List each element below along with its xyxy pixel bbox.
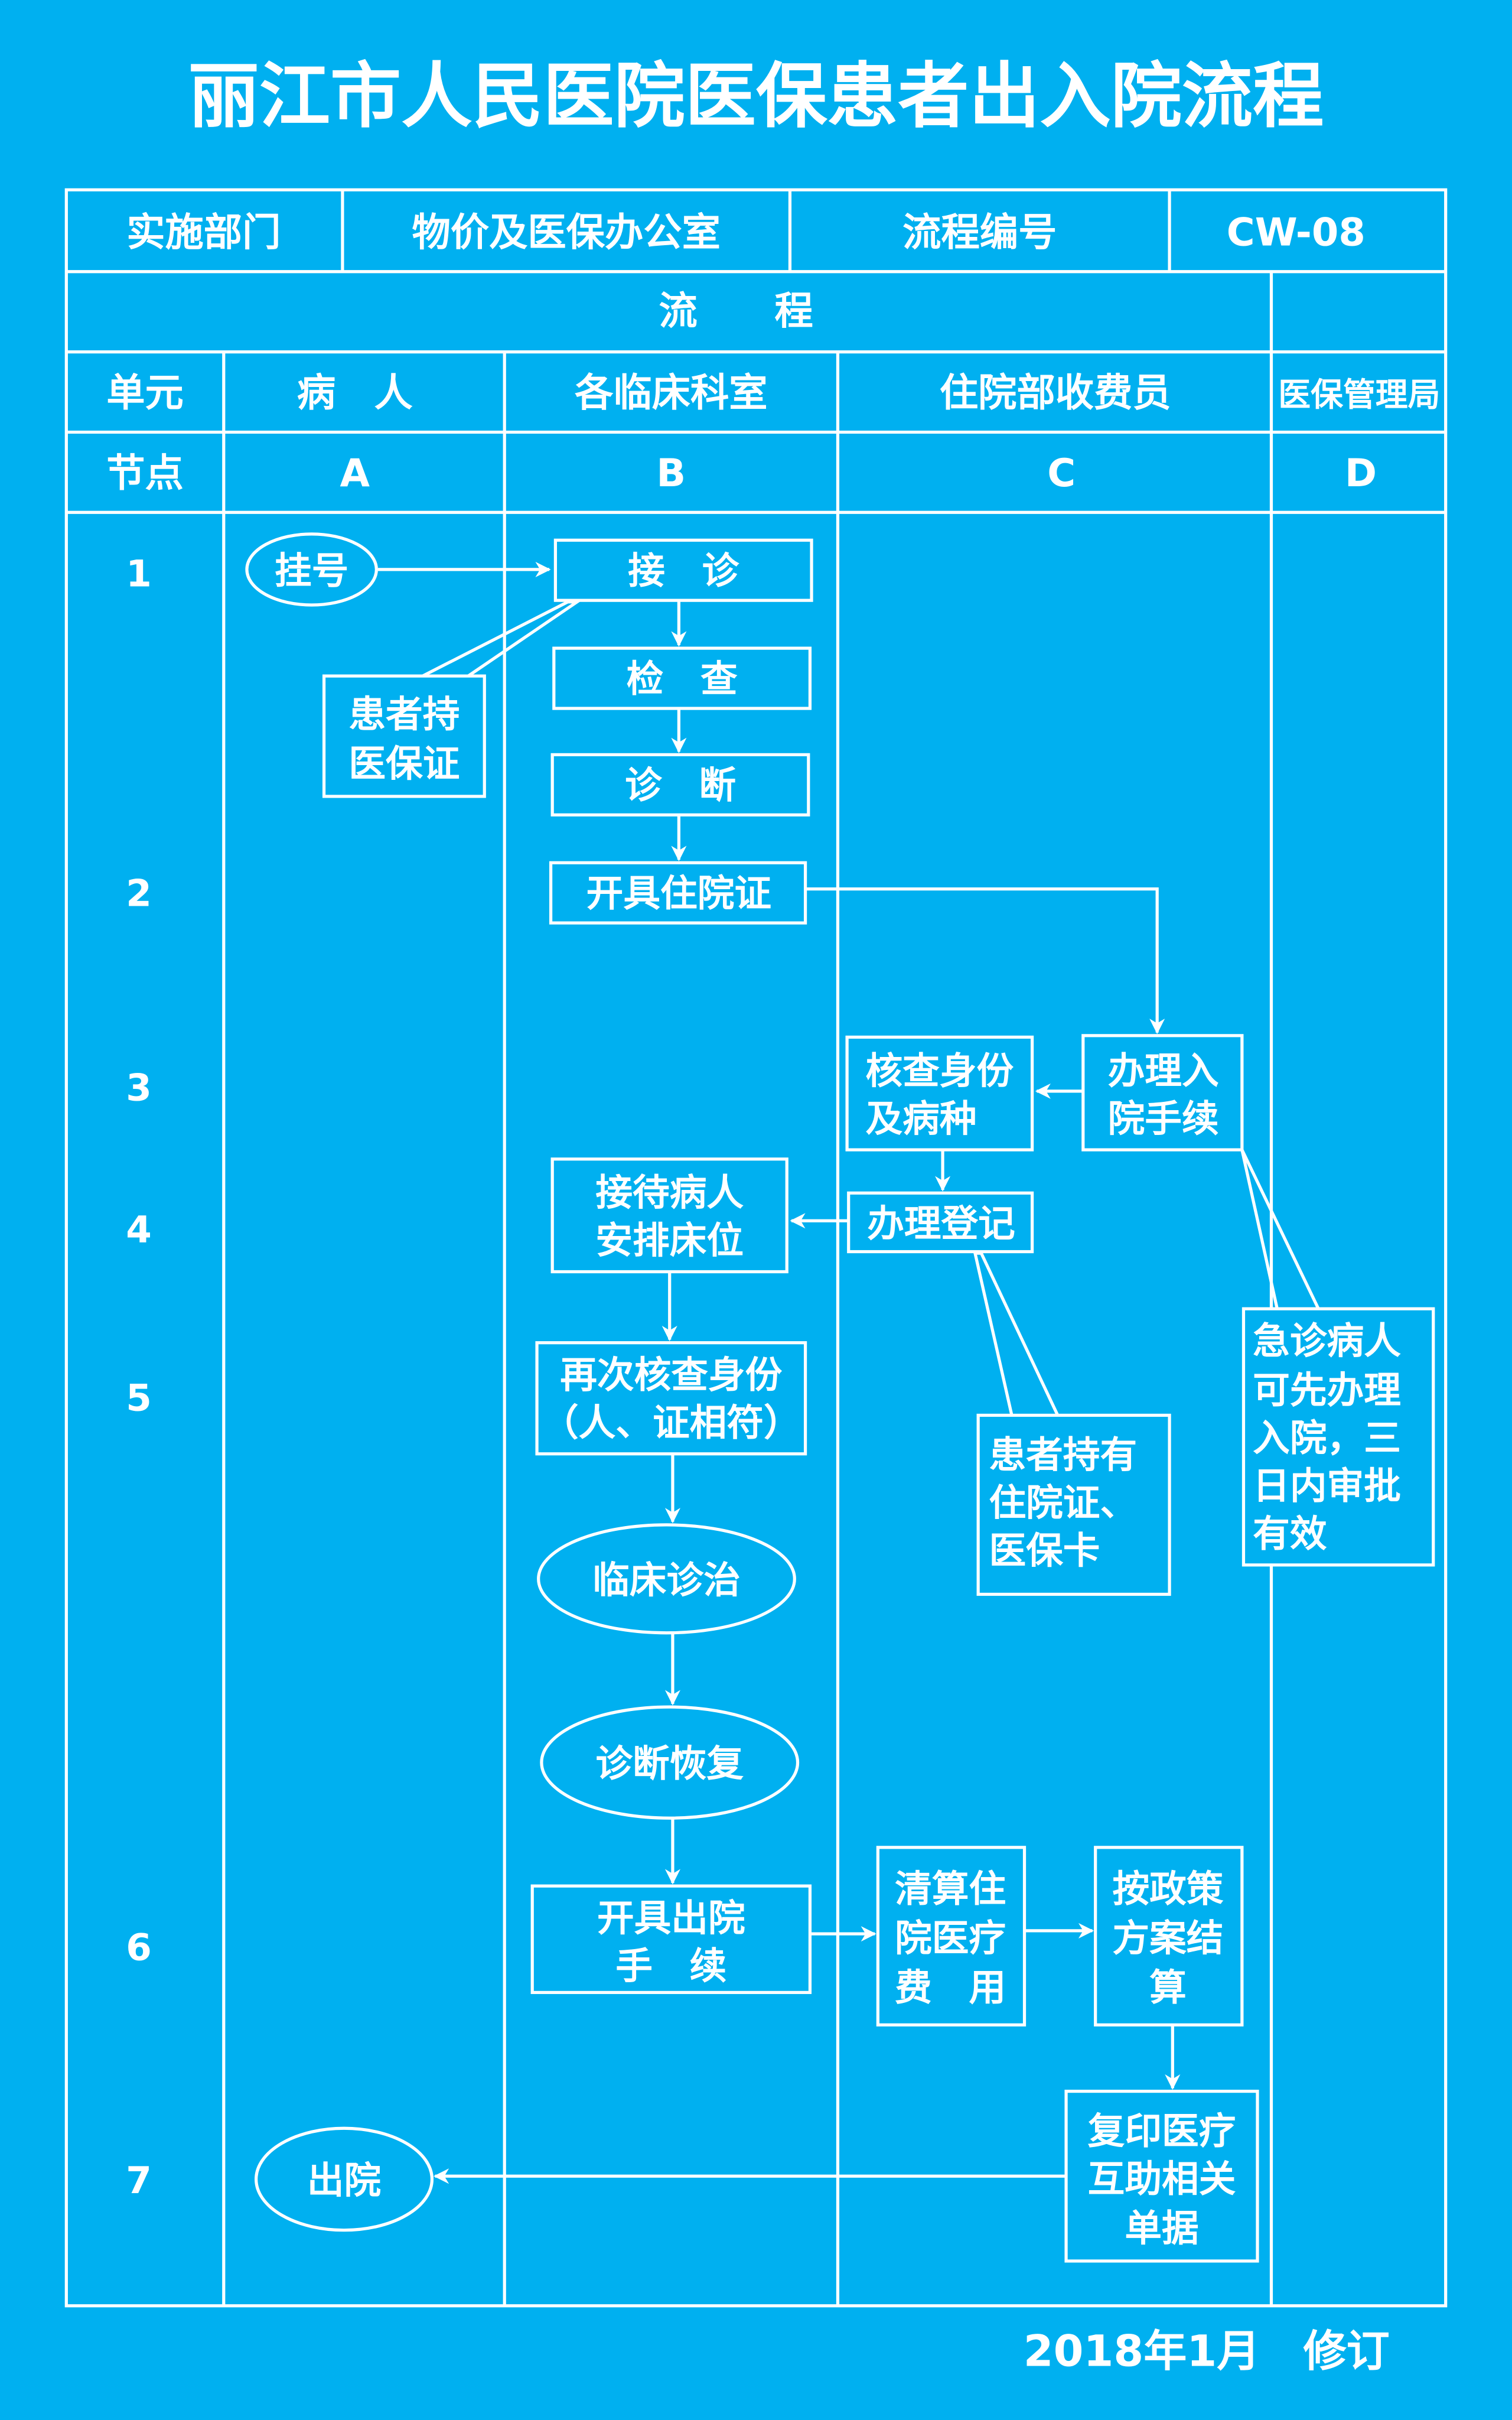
svg-text:诊断恢复: 诊断恢复: [595, 1742, 744, 1785]
unit-patient: 病 人: [297, 370, 413, 415]
flow-label: 流 程: [659, 289, 813, 334]
svg-text:患者持有: 患者持有: [989, 1433, 1137, 1476]
svg-text:方案结: 方案结: [1112, 1917, 1223, 1960]
dept-value: 物价及医保办公室: [412, 210, 720, 255]
svg-text:复印医疗: 复印医疗: [1088, 2109, 1236, 2152]
unit-cashier: 住院部收费员: [940, 370, 1171, 415]
page-title: 丽江市人民医院医保患者出入院流程: [188, 55, 1324, 138]
row-number: 3: [126, 1066, 152, 1110]
row-number: 4: [126, 1208, 152, 1251]
svg-text:院医疗: 院医疗: [895, 1917, 1006, 1960]
unit-clinical: 各临床科室: [575, 370, 768, 415]
unit-label: 单元: [106, 370, 184, 415]
step-registration: 办理登记: [847, 1191, 1034, 1254]
unit-insurance-bureau: 医保管理局: [1278, 376, 1440, 414]
note-emergency: 急诊病人 可先办理 入院，三 日内审批 有效: [1241, 1307, 1435, 1567]
svg-text:手 续: 手 续: [615, 1944, 726, 1988]
row-number: 2: [126, 871, 152, 915]
code-label: 流程编号: [902, 210, 1057, 255]
svg-text:接 诊: 接 诊: [628, 549, 739, 592]
svg-text:检 查: 检 查: [627, 657, 738, 700]
step-admit-cert: 开具住院证: [549, 861, 807, 925]
svg-text:算: 算: [1149, 1966, 1187, 2009]
node-c: C: [1047, 451, 1076, 496]
svg-text:及病种: 及病种: [865, 1097, 976, 1140]
svg-text:开具出院: 开具出院: [597, 1897, 745, 1940]
step-discharge: 出院: [255, 2126, 434, 2232]
svg-text:清算住: 清算住: [895, 1867, 1006, 1910]
svg-text:有效: 有效: [1253, 1512, 1327, 1555]
node-a: A: [340, 451, 370, 496]
svg-text:办理登记: 办理登记: [867, 1202, 1015, 1245]
svg-text:互助相关: 互助相关: [1088, 2157, 1236, 2200]
svg-text:办理入: 办理入: [1108, 1049, 1219, 1092]
node-label: 节点: [106, 451, 184, 496]
svg-text:单据: 单据: [1125, 2207, 1198, 2250]
svg-text:接待病人: 接待病人: [595, 1171, 744, 1214]
svg-text:出院: 出院: [307, 2159, 381, 2202]
svg-text:核查身份: 核查身份: [865, 1049, 1014, 1092]
row-number: 7: [126, 2159, 152, 2202]
step-verify: 核查身份 及病种: [845, 1035, 1034, 1152]
svg-text:按政策: 按政策: [1112, 1867, 1223, 1910]
step-recovery: 诊断恢复: [540, 1705, 800, 1820]
svg-text:安排床位: 安排床位: [595, 1219, 744, 1262]
svg-text:急诊病人: 急诊病人: [1253, 1319, 1401, 1362]
svg-text:医保证: 医保证: [348, 742, 460, 785]
svg-text:费 用: 费 用: [895, 1966, 1006, 2009]
svg-text:住院证、: 住院证、: [989, 1481, 1137, 1524]
step-exam: 检 查: [552, 646, 812, 710]
step-register: 挂号: [245, 532, 378, 607]
row-numbers: 1 2 3 4 5 6 7: [126, 552, 152, 2202]
svg-text:医保卡: 医保卡: [989, 1529, 1100, 1572]
svg-text:患者持: 患者持: [348, 692, 460, 736]
node-b: B: [656, 451, 686, 496]
svg-text:日内审批: 日内审批: [1253, 1464, 1401, 1507]
svg-text:院手续: 院手续: [1108, 1097, 1219, 1140]
code-value: CW-08: [1227, 210, 1366, 255]
step-discharge-proc: 开具出院 手 续: [530, 1884, 812, 1995]
row-number: 6: [126, 1926, 152, 1969]
step-copy-docs: 复印医疗 互助相关 单据: [1064, 2089, 1259, 2263]
svg-text:临床诊治: 临床诊治: [592, 1559, 741, 1602]
step-reception: 接 诊: [553, 538, 813, 602]
svg-text:（人、证相符）: （人、证相符）: [542, 1401, 801, 1444]
svg-text:挂号: 挂号: [275, 549, 348, 592]
dept-label: 实施部门: [126, 210, 281, 255]
step-policy-settle: 按政策 方案结 算: [1094, 1846, 1244, 2027]
table-header: 实施部门 物价及医保办公室 流程编号 CW-08 流 程 单元 病 人 各临床科…: [106, 210, 1440, 496]
step-reverify: 再次核查身份 （人、证相符）: [535, 1341, 807, 1456]
svg-text:可先办理: 可先办理: [1253, 1369, 1401, 1412]
row-number: 5: [126, 1377, 152, 1420]
step-bed: 接待病人 安排床位: [550, 1157, 788, 1274]
step-admit-proc: 办理入 院手续: [1081, 1034, 1244, 1152]
step-diagnosis: 诊 断: [550, 753, 810, 817]
svg-text:再次核查身份: 再次核查身份: [560, 1353, 782, 1396]
step-settle-fee: 清算住 院医疗 费 用: [876, 1846, 1027, 2027]
step-treatment: 临床诊治: [537, 1523, 796, 1635]
svg-text:开具住院证: 开具住院证: [586, 871, 771, 915]
svg-text:诊 断: 诊 断: [625, 764, 736, 807]
table-grid: [64, 188, 1448, 2308]
svg-text:入院，三: 入院，三: [1253, 1417, 1401, 1460]
note-insurance-card: 患者持 医保证: [322, 674, 486, 798]
footer-revision: 2018年1月 修订: [1024, 2327, 1390, 2377]
node-d: D: [1345, 451, 1377, 496]
note-cert-card: 患者持有 住院证、 医保卡: [976, 1413, 1171, 1596]
row-number: 1: [126, 552, 152, 596]
